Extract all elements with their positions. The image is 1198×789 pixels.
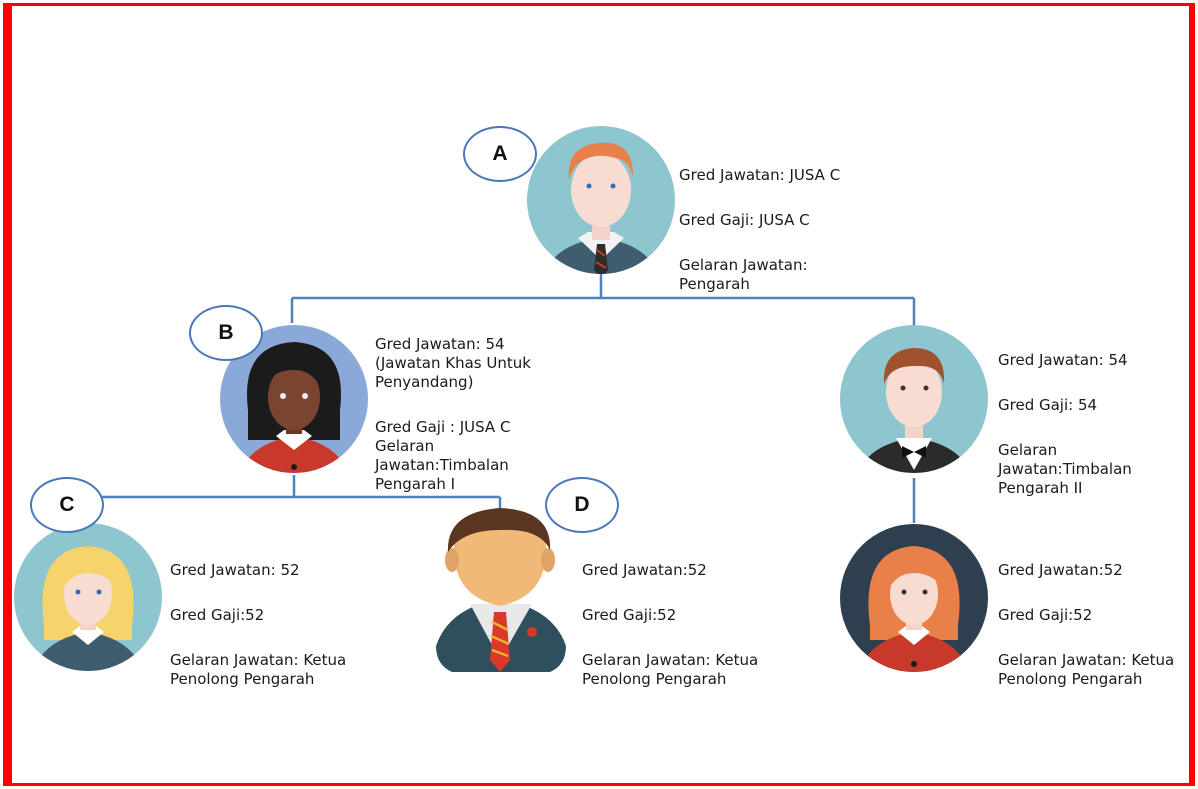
node-c-grade: Gred Jawatan: 52	[170, 561, 300, 579]
node-e-grade: Gred Jawatan:52	[998, 561, 1123, 579]
node-a-grade: Gred Jawatan: JUSA C	[679, 166, 841, 184]
node-e-salary: Gred Gaji:52	[998, 606, 1093, 624]
red-border	[3, 3, 1195, 786]
node-c-title: Gelaran Jawatan: Ketua Penolong Pengarah	[170, 651, 347, 688]
node-e-title: Gelaran Jawatan: Ketua Penolong Pengarah	[998, 651, 1175, 688]
node-a-salary: Gred Gaji: JUSA C	[679, 211, 810, 229]
node-d-grade: Gred Jawatan:52	[582, 561, 707, 579]
node-b-info: Gred Jawatan: 54 (Jawatan Khas Untuk Pen…	[375, 316, 575, 520]
node-a-info: Gred Jawatan: JUSA C Gred Gaji: JUSA C G…	[679, 147, 879, 320]
node-b-grade: Gred Jawatan: 54 (Jawatan Khas Untuk Pen…	[375, 335, 531, 391]
man-bowtie-avatar	[840, 325, 988, 473]
connector-lines	[86, 270, 916, 523]
node-right-grade: Gred Jawatan: 54	[998, 351, 1128, 369]
node-c-salary: Gred Gaji:52	[170, 606, 265, 624]
node-right-salary: Gred Gaji: 54	[998, 396, 1098, 414]
node-right-info: Gred Jawatan: 54 Gred Gaji: 54 Gelaran J…	[998, 332, 1178, 524]
woman-red-hair-avatar	[840, 524, 988, 672]
node-a-title: Gelaran Jawatan: Pengarah	[679, 256, 808, 293]
businessman-avatar	[436, 508, 566, 672]
node-right-title: Gelaran Jawatan:Timbalan Pengarah II	[998, 441, 1132, 497]
node-b-salary-title: Gred Gaji : JUSA C Gelaran Jawatan:Timba…	[375, 418, 511, 493]
badge-a: A	[463, 126, 537, 182]
woman-blonde-avatar	[14, 523, 162, 671]
badge-d: D	[545, 477, 619, 533]
node-e-info: Gred Jawatan:52 Gred Gaji:52 Gelaran Jaw…	[998, 542, 1198, 715]
node-c-info: Gred Jawatan: 52 Gred Gaji:52 Gelaran Ja…	[170, 542, 380, 715]
badge-c: C	[30, 477, 104, 533]
badge-b: B	[189, 305, 263, 361]
woman-dark-hair-avatar	[220, 325, 368, 473]
man-tie-avatar	[527, 126, 675, 274]
node-d-salary: Gred Gaji:52	[582, 606, 677, 624]
node-d-title: Gelaran Jawatan: Ketua Penolong Pengarah	[582, 651, 759, 688]
node-d-info: Gred Jawatan:52 Gred Gaji:52 Gelaran Jaw…	[582, 542, 792, 715]
